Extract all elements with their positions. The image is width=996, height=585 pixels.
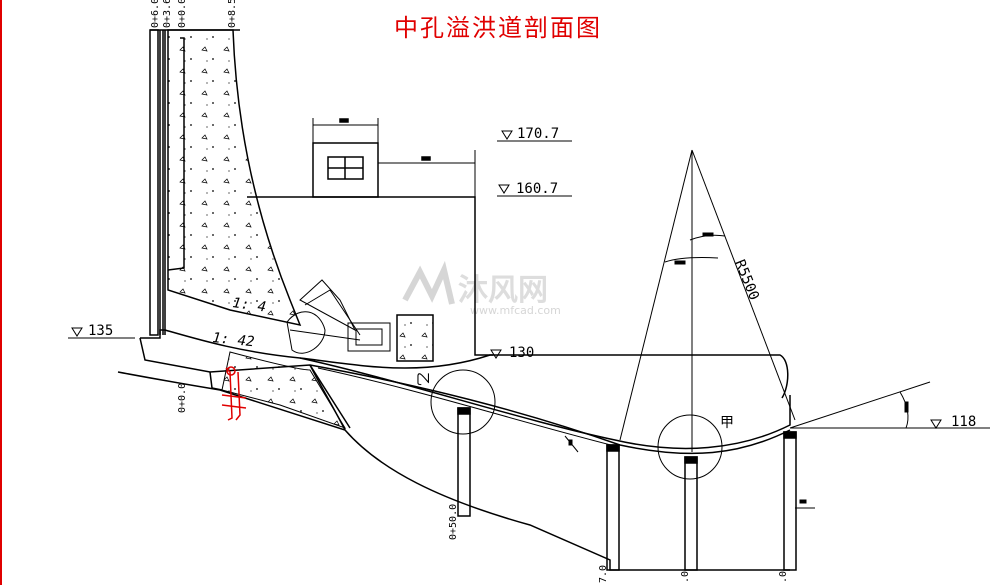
detail-circles xyxy=(430,369,723,480)
slope-label-1-42: 1: 42 xyxy=(212,330,256,350)
control-house xyxy=(312,118,476,198)
station-bottom-mid: 0+50.0 xyxy=(448,504,459,540)
station-left-mid: 0+0.0 xyxy=(177,383,188,413)
elevation-label-135: 135 xyxy=(88,323,113,339)
elevation-label-118: 118 xyxy=(951,414,976,430)
station-bottom-1: 7.0 xyxy=(598,565,609,583)
elevation-marker-135: 135 xyxy=(68,323,135,339)
watermark-url: www.mfcad.com xyxy=(470,304,561,317)
station-top-4: 0+8.5 xyxy=(227,0,238,28)
elevation-label-170: 170.7 xyxy=(517,126,559,142)
elevation-marker-170: 170.7 xyxy=(497,126,572,142)
drawing-title: 中孔溢洪道剖面图 xyxy=(394,14,602,42)
detail-circle-jia xyxy=(657,414,723,480)
station-top-3: 0+0.0 xyxy=(177,0,188,28)
elevation-marker-160: 160.7 xyxy=(497,181,572,197)
elevation-marker-118: 118 xyxy=(930,414,976,430)
mf-logo-icon xyxy=(402,260,455,305)
dam-body xyxy=(140,29,493,356)
watermark-text: 沐风网 xyxy=(458,273,548,308)
elevation-label-160: 160.7 xyxy=(516,181,558,197)
red-anchor-detail xyxy=(221,366,247,421)
mark-yi: 乙 xyxy=(414,372,430,386)
radial-gate xyxy=(286,279,434,362)
slope-label-1-4: 1: 4 xyxy=(231,295,267,316)
elevation-label-130: 130 xyxy=(509,345,534,361)
elevation-marker-130: 130 xyxy=(490,345,534,361)
detail-circle-yi xyxy=(430,369,496,435)
radius-label: R5500 xyxy=(731,258,762,303)
support-piers xyxy=(457,407,797,571)
station-top-1: 0+6.0 xyxy=(150,0,161,28)
station-bottom-2: .0 xyxy=(680,571,691,583)
station-top-2: 0+3.6 xyxy=(162,0,173,28)
station-bottom-3: .0 xyxy=(778,571,789,583)
outlet-trajectory xyxy=(564,381,990,509)
mark-jia: 甲 xyxy=(720,415,734,431)
watermark: 沐风网 www.mfcad.com xyxy=(402,260,561,317)
radius-construction xyxy=(619,149,796,452)
spillway-chute xyxy=(117,329,791,571)
